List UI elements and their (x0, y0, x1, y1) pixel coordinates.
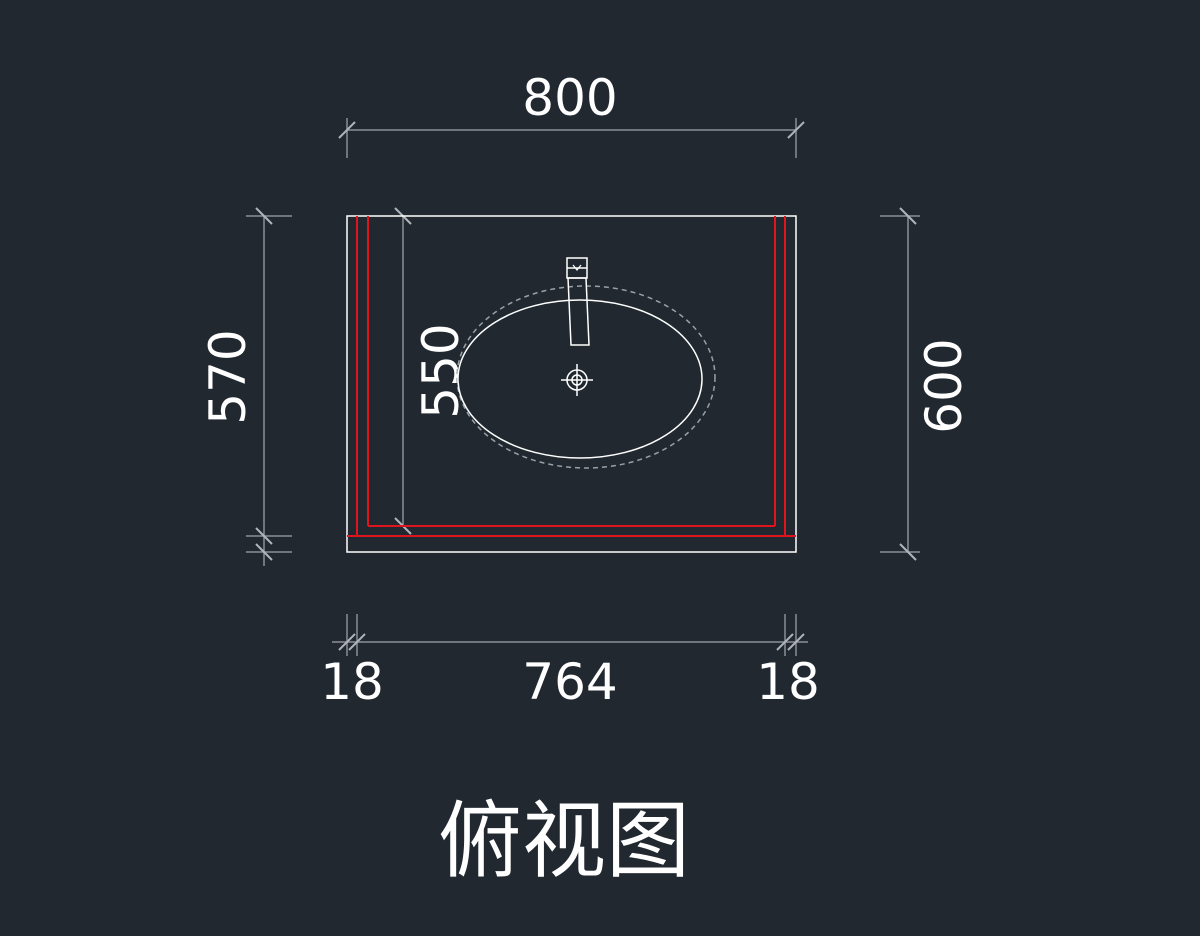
dim-overall-depth (880, 207, 920, 561)
dim-right-panel-label: 18 (756, 653, 820, 711)
side-panels (347, 216, 796, 537)
dim-overall-width (338, 118, 805, 158)
faucet-icon (566, 257, 590, 346)
cabinet-outline (346, 215, 797, 553)
dim-overall-width-label: 800 (522, 69, 617, 127)
view-title: 俯视图 (438, 792, 690, 890)
dim-left-panel-label: 18 (320, 653, 384, 711)
dim-basin-depth-label: 550 (412, 323, 470, 418)
basin-inner (457, 299, 703, 459)
drain-icon (561, 364, 593, 396)
dim-inner-width-label: 764 (522, 653, 617, 711)
dim-basin-depth (394, 207, 412, 535)
dim-top-strip: 30 (199, 513, 257, 577)
basin-outer-dashed (456, 285, 716, 469)
dim-cabinet-depth (246, 207, 292, 566)
dim-cabinet-depth-label: 570 (199, 329, 257, 424)
dim-top-strip-label: 30 (199, 513, 257, 577)
dim-bottom-chain (332, 614, 808, 656)
dim-overall-depth-label: 600 (915, 338, 973, 433)
